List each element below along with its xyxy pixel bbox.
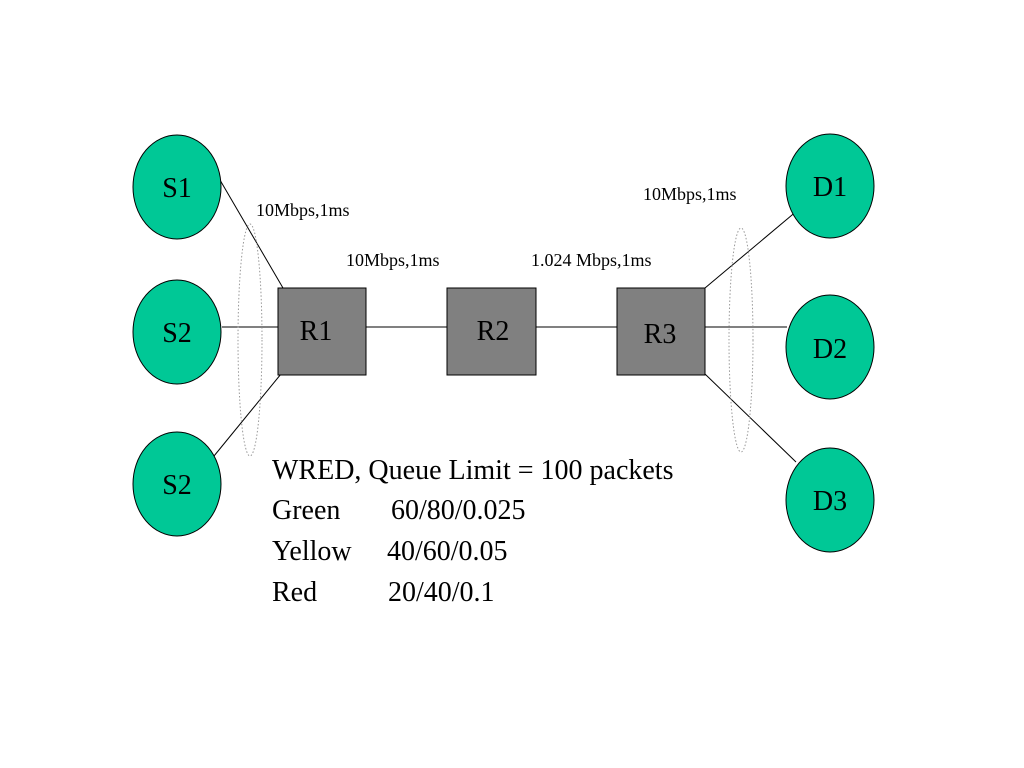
links	[213, 179, 799, 463]
host-d1-circle	[785, 133, 875, 239]
host-d3-circle	[785, 447, 875, 553]
host-s1-circle	[132, 134, 222, 240]
host-d2: D2	[785, 294, 875, 400]
legend-row-yellow-color: Yellow	[272, 536, 352, 567]
host-s2-top: S2	[132, 279, 222, 385]
host-d1: D1	[785, 133, 875, 239]
host-s1-label: S1	[162, 173, 192, 204]
host-d2-label: D2	[813, 334, 847, 365]
router-r2: R2	[446, 287, 537, 376]
host-s2-bottom: S2	[132, 431, 222, 537]
host-s2-top-circle	[132, 279, 222, 385]
legend-row-green-params: 60/80/0.025	[391, 495, 526, 526]
router-r1-label: R1	[300, 316, 333, 347]
host-s2-bottom-label: S2	[162, 470, 192, 501]
link-label-dest-access: 10Mbps,1ms	[643, 184, 737, 204]
link-r3-d1	[704, 209, 799, 289]
legend-row-green-color: Green	[272, 495, 340, 526]
link-label-r1-r2: 10Mbps,1ms	[346, 250, 440, 270]
router-r2-box	[446, 287, 537, 376]
host-d3-label: D3	[813, 486, 847, 517]
link-label-r2-r3: 1.024 Mbps,1ms	[531, 250, 652, 270]
legend-row-red-color: Red	[272, 577, 317, 608]
host-s2-bottom-circle	[132, 431, 222, 537]
link-r3-d3	[704, 373, 797, 463]
router-r1: R1	[277, 287, 367, 376]
host-d1-label: D1	[813, 172, 847, 203]
legend-row-yellow-params: 40/60/0.05	[387, 536, 508, 567]
router-r3-label: R3	[644, 319, 677, 350]
legend-row-red-params: 20/40/0.1	[388, 577, 495, 608]
link-s1-r1	[219, 179, 284, 289]
router-r3-box	[616, 287, 706, 376]
host-s1: S1	[132, 134, 222, 240]
legend-title: WRED, Queue Limit = 100 packets	[272, 455, 673, 486]
source-links-group-outline	[237, 223, 263, 457]
link-label-source-access: 10Mbps,1ms	[256, 200, 350, 220]
host-s2-top-label: S2	[162, 318, 192, 349]
router-r2-label: R2	[477, 316, 510, 347]
router-r1-box	[277, 287, 367, 376]
link-s2-bottom-r1	[213, 373, 282, 457]
host-d2-circle	[785, 294, 875, 400]
dest-links-group-outline	[728, 227, 754, 453]
host-d3: D3	[785, 447, 875, 553]
wred-legend: WRED, Queue Limit = 100 packets Green 60…	[272, 455, 673, 608]
router-r3: R3	[616, 287, 706, 376]
